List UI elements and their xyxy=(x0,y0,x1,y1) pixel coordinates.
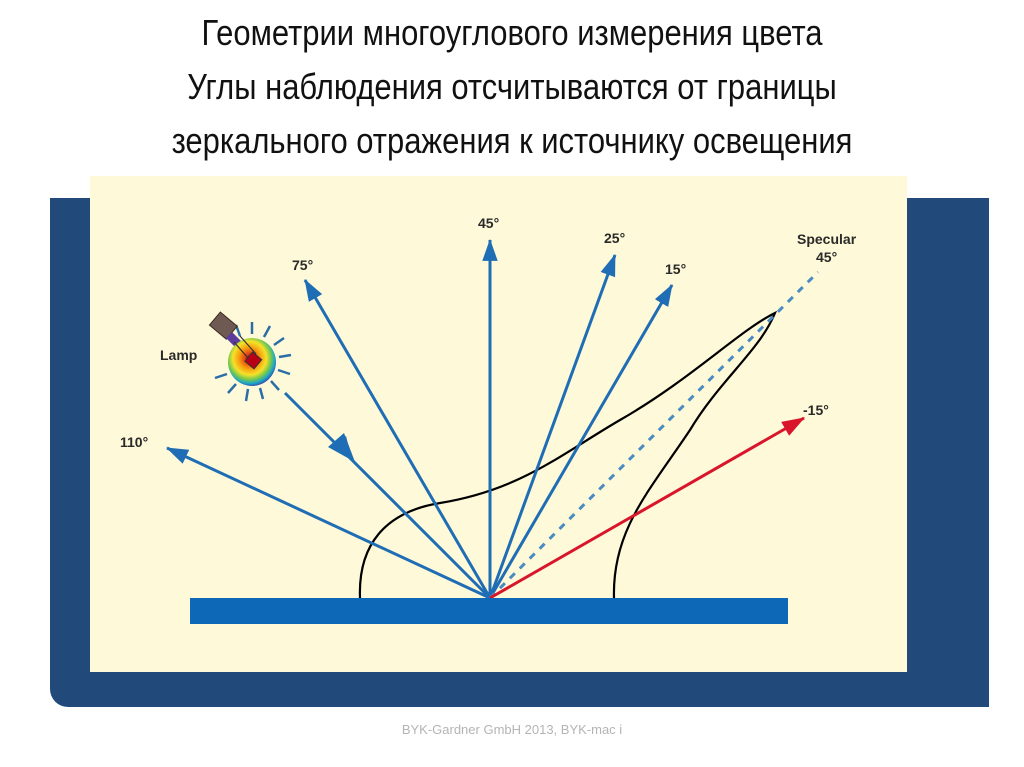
ray-25 xyxy=(488,253,617,599)
ray-15 xyxy=(488,284,674,599)
slide-title: Геометрии многоуглового измерения цвета … xyxy=(72,6,953,168)
title-line-2: Углы наблюдения отсчитываются от границы xyxy=(187,66,837,107)
ray-minus-15 xyxy=(489,416,805,600)
specular-label: Specular xyxy=(797,231,857,247)
incident-ray xyxy=(283,391,492,600)
angle-label-45: 45° xyxy=(478,215,499,231)
angle-label-75: 75° xyxy=(292,257,313,273)
title-line-3: зеркального отражения к источнику освеще… xyxy=(171,120,853,161)
angle-label-110: 110° xyxy=(120,434,148,450)
diagram-panel xyxy=(90,176,907,672)
specular-ray xyxy=(488,270,820,600)
lamp-label: Lamp xyxy=(160,347,197,363)
ray-110 xyxy=(166,446,491,600)
specular-angle-label: 45° xyxy=(816,249,837,265)
angle-label-25: 25° xyxy=(604,230,625,246)
angle-label-minus-15: -15° xyxy=(803,402,829,418)
footer-credit: BYK-Gardner GmbH 2013, BYK-mac i xyxy=(401,722,623,737)
title-line-1: Геометрии многоуглового измерения цвета xyxy=(201,12,823,53)
ray-75 xyxy=(303,279,492,599)
angle-label-15: 15° xyxy=(665,261,686,277)
reflection-lobe-curve xyxy=(358,310,778,599)
sample-surface xyxy=(190,598,788,624)
observation-rays xyxy=(166,238,674,600)
lamp-icon xyxy=(208,311,292,402)
incident-arrow-head xyxy=(328,433,355,462)
